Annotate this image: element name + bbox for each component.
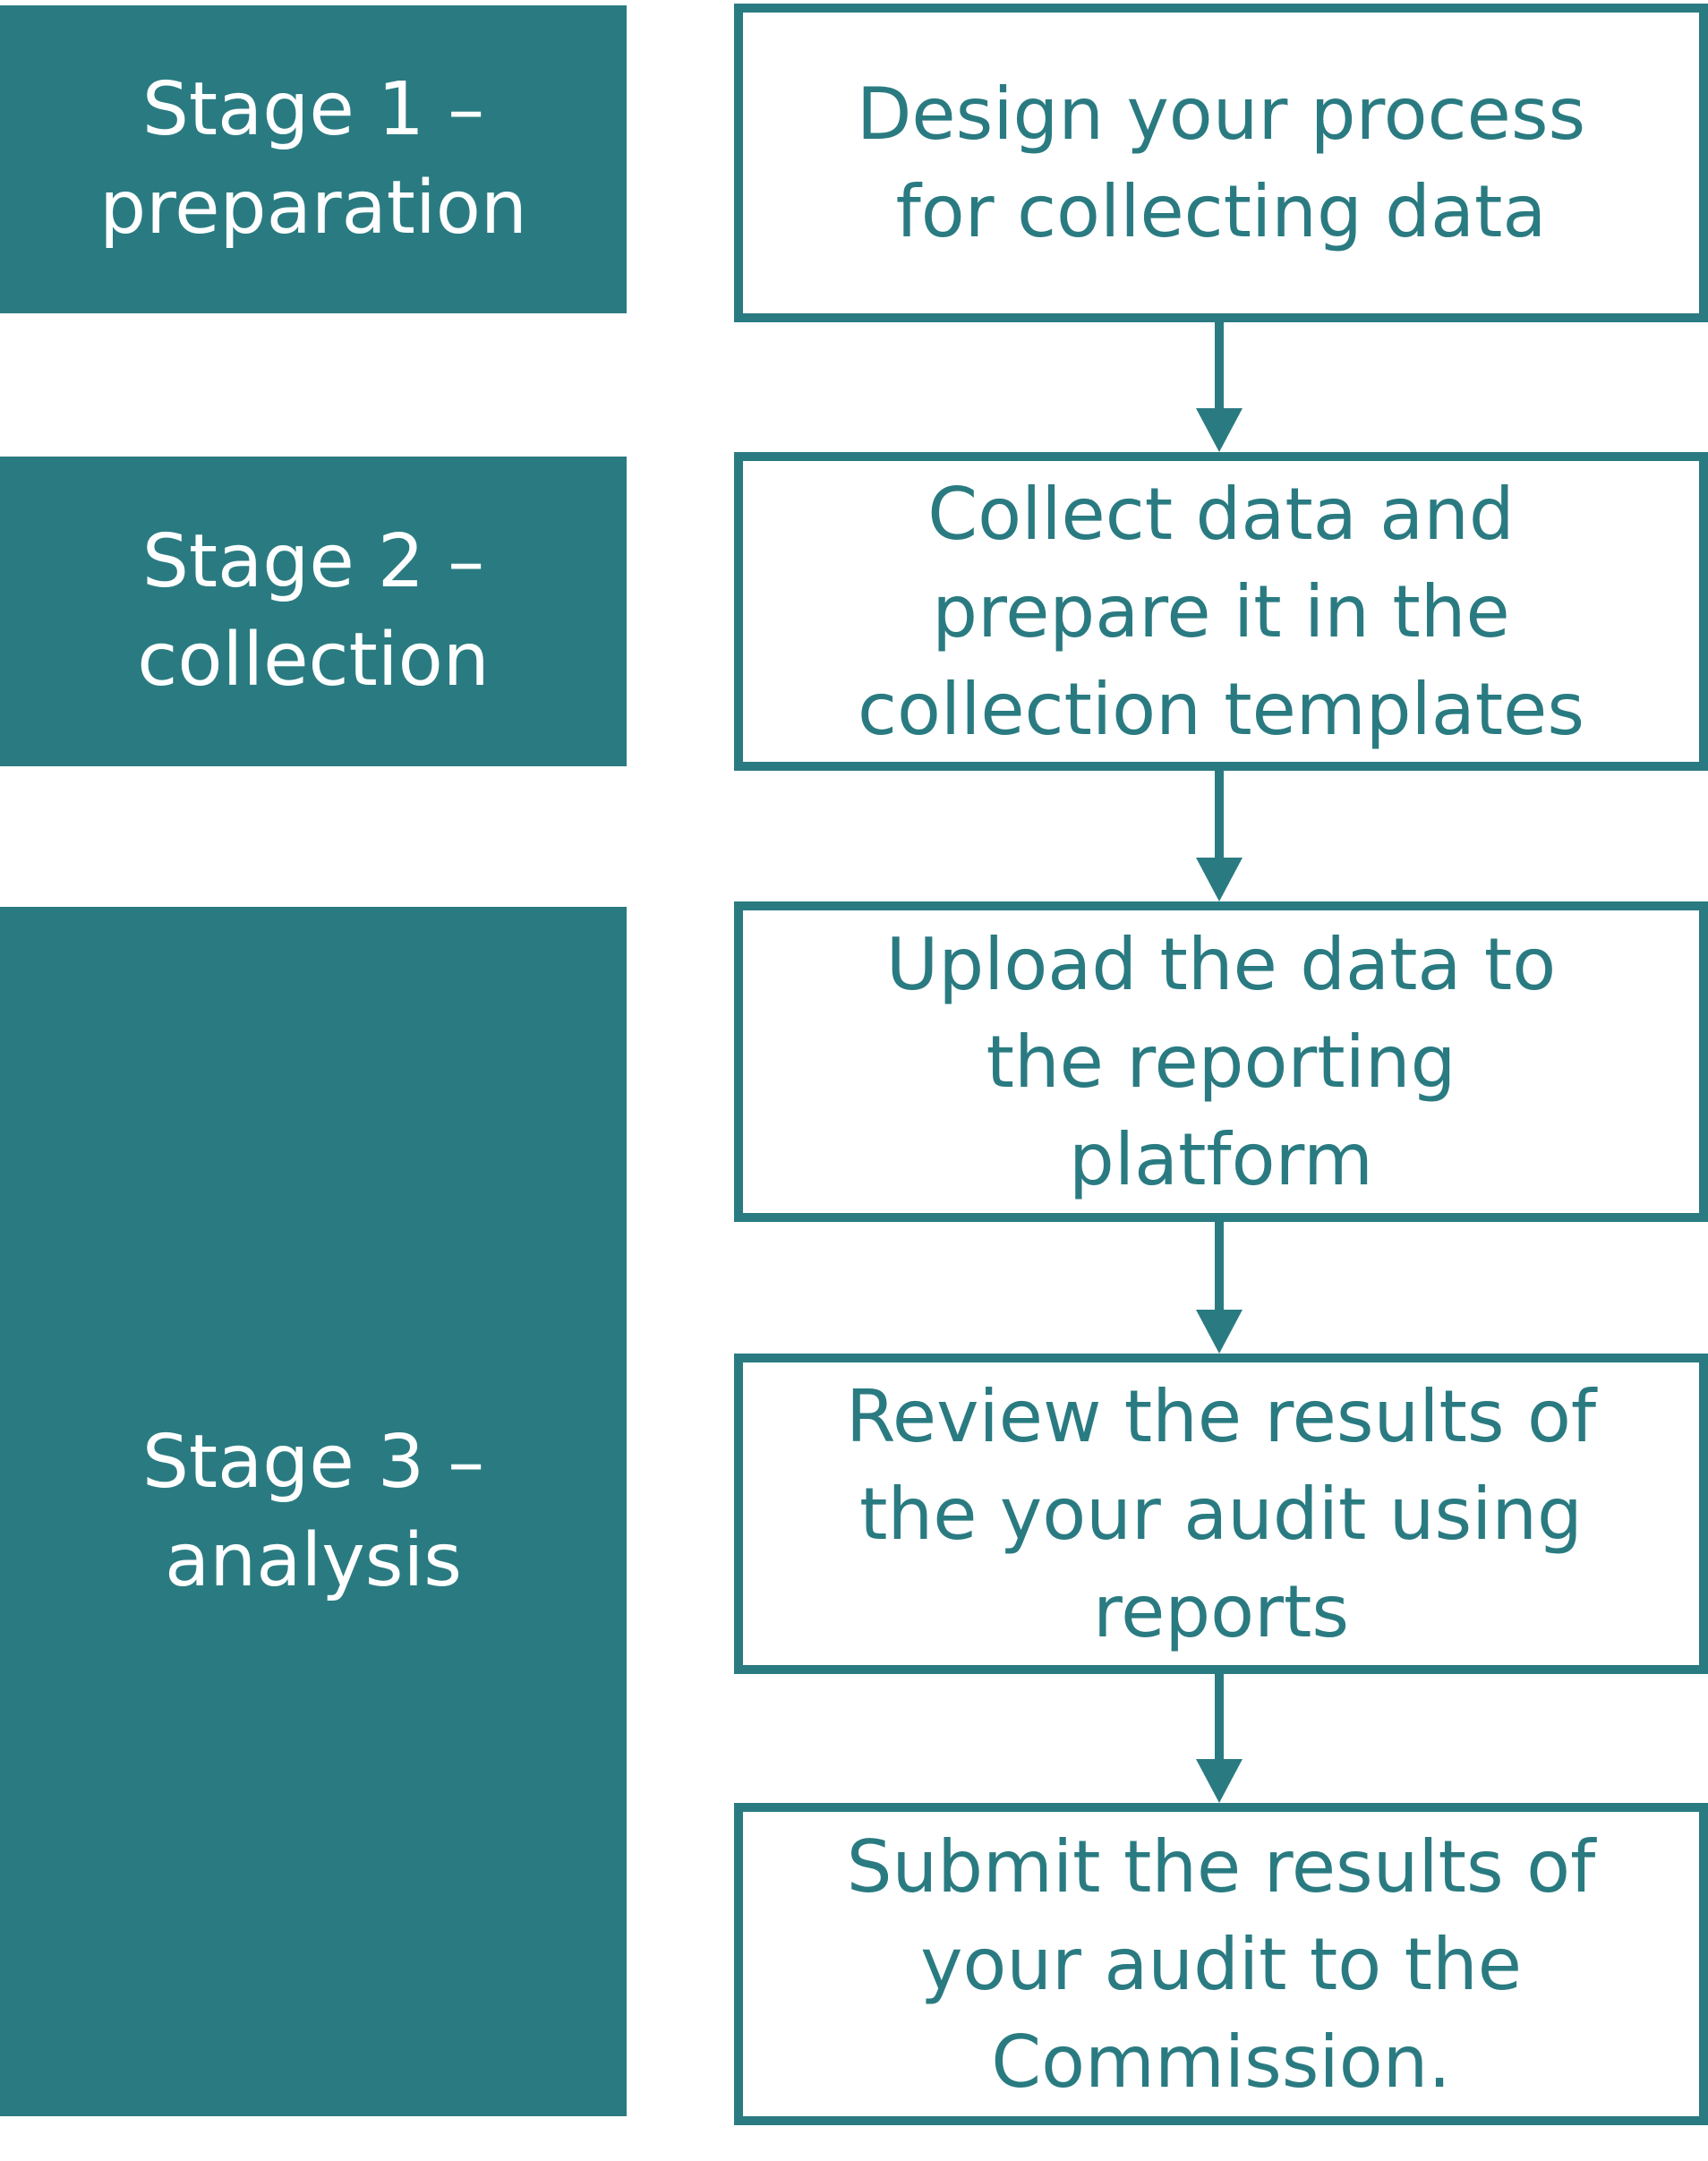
step-4-label: Review the results of the your audit usi… xyxy=(845,1374,1597,1653)
step-2-label: Collect data and prepare it in the colle… xyxy=(857,472,1585,751)
arrow-step-3-to-4 xyxy=(1174,1222,1264,1354)
step-3-box: Upload the data to the reporting platfor… xyxy=(734,901,1708,1222)
step-5-box: Submit the results of your audit to the … xyxy=(734,1803,1708,2125)
step-5-label: Submit the results of your audit to the … xyxy=(846,1824,1596,2104)
arrow-step-2-to-3 xyxy=(1174,771,1264,901)
step-3-label: Upload the data to the reporting platfor… xyxy=(885,922,1557,1201)
stage-3-label: Stage 3 – analysis xyxy=(141,1419,485,1603)
arrow-step-4-to-5 xyxy=(1174,1674,1264,1803)
stage-1-label: Stage 1 – preparation xyxy=(99,67,527,251)
step-1-box: Design your process for collecting data xyxy=(734,4,1708,322)
arrow-step-1-to-2 xyxy=(1174,322,1264,452)
stage-2-label: Stage 2 – collection xyxy=(137,519,490,703)
stage-2-box: Stage 2 – collection xyxy=(0,457,627,766)
stage-3-box: Stage 3 – analysis xyxy=(0,907,627,2116)
step-2-box: Collect data and prepare it in the colle… xyxy=(734,452,1708,771)
stage-1-box: Stage 1 – preparation xyxy=(0,5,627,313)
step-4-box: Review the results of the your audit usi… xyxy=(734,1354,1708,1674)
step-1-label: Design your process for collecting data xyxy=(856,73,1586,253)
